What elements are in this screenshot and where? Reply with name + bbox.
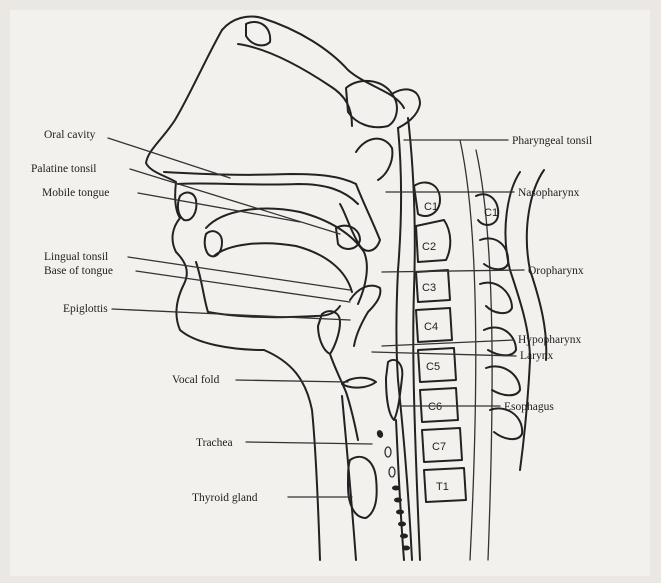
tongue-dorsum [206,209,367,304]
label-oropharynx: Oropharynx [528,265,584,277]
frontal-sinus [246,22,270,45]
upper-teeth [178,193,196,221]
label-esophagus: Esophagus [504,401,554,413]
vertebra-labels: C1 C2 C3 C4 C5 C6 C7 T1 C1 [422,201,498,493]
sphenoid-sinus [346,81,397,127]
hard-palate [164,172,356,184]
anatomy-drawing [146,17,546,561]
face-profile-outline [146,30,320,560]
vertebra-label: C5 [426,361,440,373]
vocal-fold-shape [342,378,376,388]
thyroid-gland-shape [348,457,377,518]
neck-posterior-outline [505,172,530,470]
vertebra-label: C6 [428,401,442,413]
leader-trachea [246,442,372,444]
vertebra-label: C2 [422,241,436,253]
leader-base-of-tongue [136,271,350,302]
nasal-cavity-roof [222,17,404,109]
leader-vocal-fold [236,380,348,382]
label-thyroid-gland: Thyroid gland [192,492,258,504]
label-trachea: Trachea [196,437,233,449]
hard-palate-lower [178,183,358,204]
label-oral-cavity: Oral cavity [44,129,96,141]
label-larynx: Larynx [520,350,553,362]
leader-lingual-tonsil [128,257,350,290]
leader-oropharynx [382,270,524,272]
label-pharyngeal-tonsil: Pharyngeal tonsil [512,135,592,147]
leader-palatine-tonsil [130,169,340,234]
label-base-of-tongue: Base of tongue [44,265,113,277]
leader-epiglottis [112,309,350,320]
vertebra-label: C7 [432,441,446,453]
label-hypopharynx: Hypopharynx [518,334,581,346]
vertebra-label-c1-spine: C1 [484,207,498,219]
epiglottis-shape [350,286,380,346]
vertebra-label: T1 [436,481,449,493]
label-palatine-tonsil: Palatine tonsil [31,163,96,175]
vertebra-label: C3 [422,282,436,294]
pharyngeal-tonsil-shape [356,139,392,180]
vallecula [318,311,340,354]
label-mobile-tongue: Mobile tongue [42,187,109,199]
vertebra-label: C1 [424,201,438,213]
label-epiglottis: Epiglottis [63,303,108,315]
label-nasopharynx: Nasopharynx [518,187,580,199]
label-lingual-tonsil: Lingual tonsil [44,251,108,263]
vertebra-label: C4 [424,321,438,333]
label-vocal-fold: Vocal fold [172,374,220,386]
